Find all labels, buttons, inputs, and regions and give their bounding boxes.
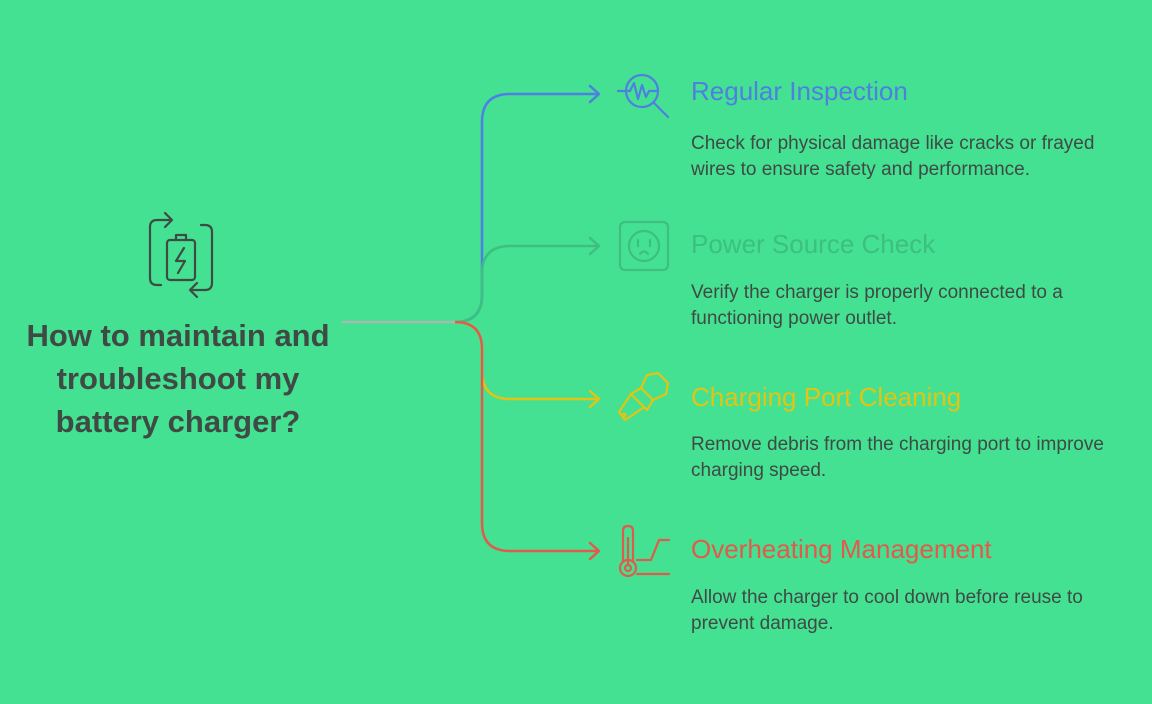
thermometer-icon bbox=[618, 524, 671, 578]
branch-3-description: Remove debris from the charging port to … bbox=[691, 434, 1104, 481]
arrowhead-branch-3 bbox=[588, 389, 601, 409]
arrowhead-branch-4 bbox=[588, 541, 601, 561]
magnifier-waveform-icon bbox=[617, 73, 670, 119]
battery-recycle-icon bbox=[148, 211, 214, 299]
connector-branch-1 bbox=[454, 92, 598, 324]
diagram-title: How to maintain and troubleshoot my batt… bbox=[26, 318, 330, 439]
power-outlet-icon bbox=[618, 220, 670, 272]
brush-icon bbox=[617, 372, 670, 422]
arrowhead-branch-2 bbox=[588, 236, 601, 256]
connector-branch-4 bbox=[454, 320, 598, 553]
branch-2-title: Power Source Check bbox=[691, 229, 936, 259]
branch-4-description: Allow the charger to cool down before re… bbox=[691, 587, 1083, 634]
connector-branch-2 bbox=[454, 244, 598, 324]
branch-1-description: Check for physical damage like cracks or… bbox=[691, 133, 1095, 180]
connector-branch-3 bbox=[454, 320, 598, 401]
branch-4-title: Overheating Management bbox=[691, 534, 992, 564]
branch-2-description: Verify the charger is properly connected… bbox=[691, 282, 1063, 329]
branch-3-title: Charging Port Cleaning bbox=[691, 382, 962, 412]
branch-1-title: Regular Inspection bbox=[691, 76, 908, 106]
arrowhead-branch-1 bbox=[588, 84, 601, 104]
